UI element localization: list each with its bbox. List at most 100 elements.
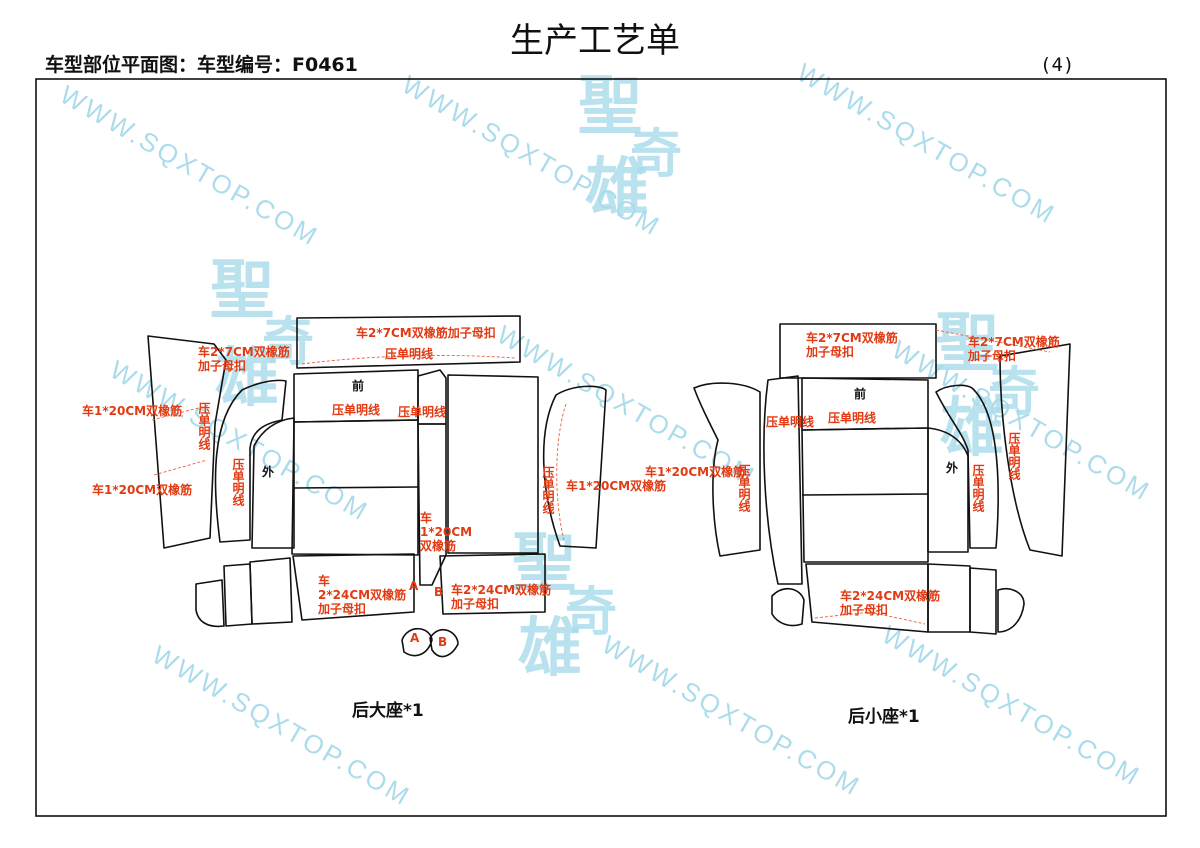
label-left-side: 车1*20CM双橡筋 [645,464,745,479]
label-bottom-right-2: 加子母扣 [450,596,499,611]
top-strip-piece [296,315,521,369]
label-bottom-left-2: 2*24CM双橡筋 [318,587,406,602]
label-left-outer-1: 车2*7CM双橡筋 [198,344,290,359]
label-bottom-left-1: 车 [318,573,330,588]
label-top-strip-stitch: 压单明线 [385,346,433,361]
seat-divider [293,486,419,489]
right-bolster-piece [935,384,999,549]
label-right-bolster: 压单明线 [541,466,555,515]
bottom-corner-piece [195,579,225,628]
watermark-logo-char: 聖 [578,69,642,144]
watermark-url: WWW.SQXTOP.COM [55,79,324,252]
piece-b [429,628,459,658]
label-right-top-1: 车2*7CM双橡筋 [968,334,1060,349]
watermark-logo-char: 聖 [512,526,576,601]
label-bottom-right-1: 车2*24CM双橡筋 [451,582,551,597]
label-left-vertical: 压单明线 [737,464,751,513]
watermark-logo-char: 雄 [215,341,279,416]
watermark-url: WWW.SQXTOP.COM [792,57,1061,230]
label-center-stitch-2: 压单明线 [828,410,876,425]
watermark-logo-char: 聖 [210,253,274,328]
watermark-logo-char: 聖 [935,306,999,381]
left-side-piece [693,382,761,557]
bottom-strip-1 [223,563,253,627]
watermark-logo-char: 雄 [518,611,582,686]
label-left-outer-2: 加子母扣 [197,358,246,373]
piece-a [401,627,433,657]
watermark-logo-char: 雄 [940,391,1004,466]
label-middle-strip-2: 1*20CM [420,525,472,539]
far-right-panel [999,343,1071,557]
label-center-stitch-2: 压单明线 [398,404,446,419]
left-assembly: 车2*7CM双橡筋加子母扣 压单明线 车2*7CM双橡筋 加子母扣 车1*20C… [82,315,666,721]
label-center-stitch-1: 压单明线 [332,402,380,417]
bottom-left-small [771,588,805,627]
middle-strip-lower [417,423,447,586]
label-bolster-vertical: 压单明线 [971,464,985,513]
page-number: (4) [1040,54,1074,76]
drawing-frame [35,78,1167,817]
watermark-logo-char: 奇 [630,124,682,185]
bottom-right-piece [439,553,546,615]
right-back-panel [447,374,539,554]
left-bolster-piece [214,379,287,543]
sheet-subtitle: 车型部位平面图：车型编号：F0461 [45,53,358,76]
watermark-url: WWW.SQXTOP.COM [597,629,866,802]
label-piece-a: A [410,631,420,645]
right-bolster-piece [542,385,607,549]
watermark-logo-char: 奇 [565,582,617,643]
label-mark-a: A [409,579,419,593]
seam-line [556,403,567,541]
label-left-side-a: 车1*20CM双橡筋 [82,403,182,418]
outer-side-piece [927,427,969,553]
top-strip-piece [779,323,937,379]
left-narrow-strip [763,375,803,585]
label-top-2: 加子母扣 [805,344,854,359]
label-bottom-left-3: 加子母扣 [317,601,366,616]
watermark-logo-char: 奇 [262,312,314,373]
label-bottom-2: 加子母扣 [839,602,888,617]
label-right-top-2: 加子母扣 [967,348,1016,363]
label-top-1: 车2*7CM双橡筋 [806,330,898,345]
seam-line [814,611,926,625]
label-middle-strip-3: 双橡筋 [420,538,456,553]
bottom-left-piece [292,553,415,621]
label-center-stitch-1: 压单明线 [766,414,814,429]
sheet-title: 生产工艺单 [510,21,680,61]
right-assembly: 车2*7CM双橡筋 加子母扣 车2*7CM双橡筋 加子母扣 车1*20CM双橡筋… [645,323,1071,727]
outer-side-piece [251,417,295,549]
label-left-vertical: 压单明线 [197,402,211,451]
seat-divider [801,493,929,496]
label-outer-mark: 外 [262,464,274,479]
seat-center-panel [801,427,929,563]
label-top-strip: 车2*7CM双橡筋加子母扣 [356,325,496,340]
label-middle-strip-1: 车 [420,510,432,525]
seam-line [301,355,516,365]
left-assembly-caption: 后大座*1 [352,700,424,721]
watermark-url: WWW.SQXTOP.COM [147,639,416,812]
label-left-side-b: 车1*20CM双橡筋 [92,482,192,497]
middle-strip-upper [417,369,447,425]
label-right-side: 车1*20CM双橡筋 [566,478,666,493]
seam-line [153,459,208,476]
bottom-strip-2 [969,567,997,635]
label-right-vertical: 压单明线 [1007,432,1021,481]
seat-center-panel [291,419,419,556]
watermark-logo-char: 雄 [585,151,649,226]
label-bottom-1: 车2*24CM双橡筋 [840,588,940,603]
seam-line [935,329,1051,353]
label-mark-b: B [434,585,443,599]
right-assembly-caption: 后小座*1 [848,706,920,727]
bottom-corner-piece [997,588,1025,633]
bottom-strip-2 [249,557,293,625]
left-outer-panel [147,335,227,549]
label-bolster-vertical: 压单明线 [231,458,245,507]
label-outer-mark: 外 [946,460,958,475]
watermark-url: WWW.SQXTOP.COM [877,619,1146,792]
label-front-mark: 前 [352,378,364,393]
label-front-mark: 前 [854,386,866,401]
label-piece-b: B [438,635,447,649]
watermark-logo-char: 奇 [988,362,1040,423]
